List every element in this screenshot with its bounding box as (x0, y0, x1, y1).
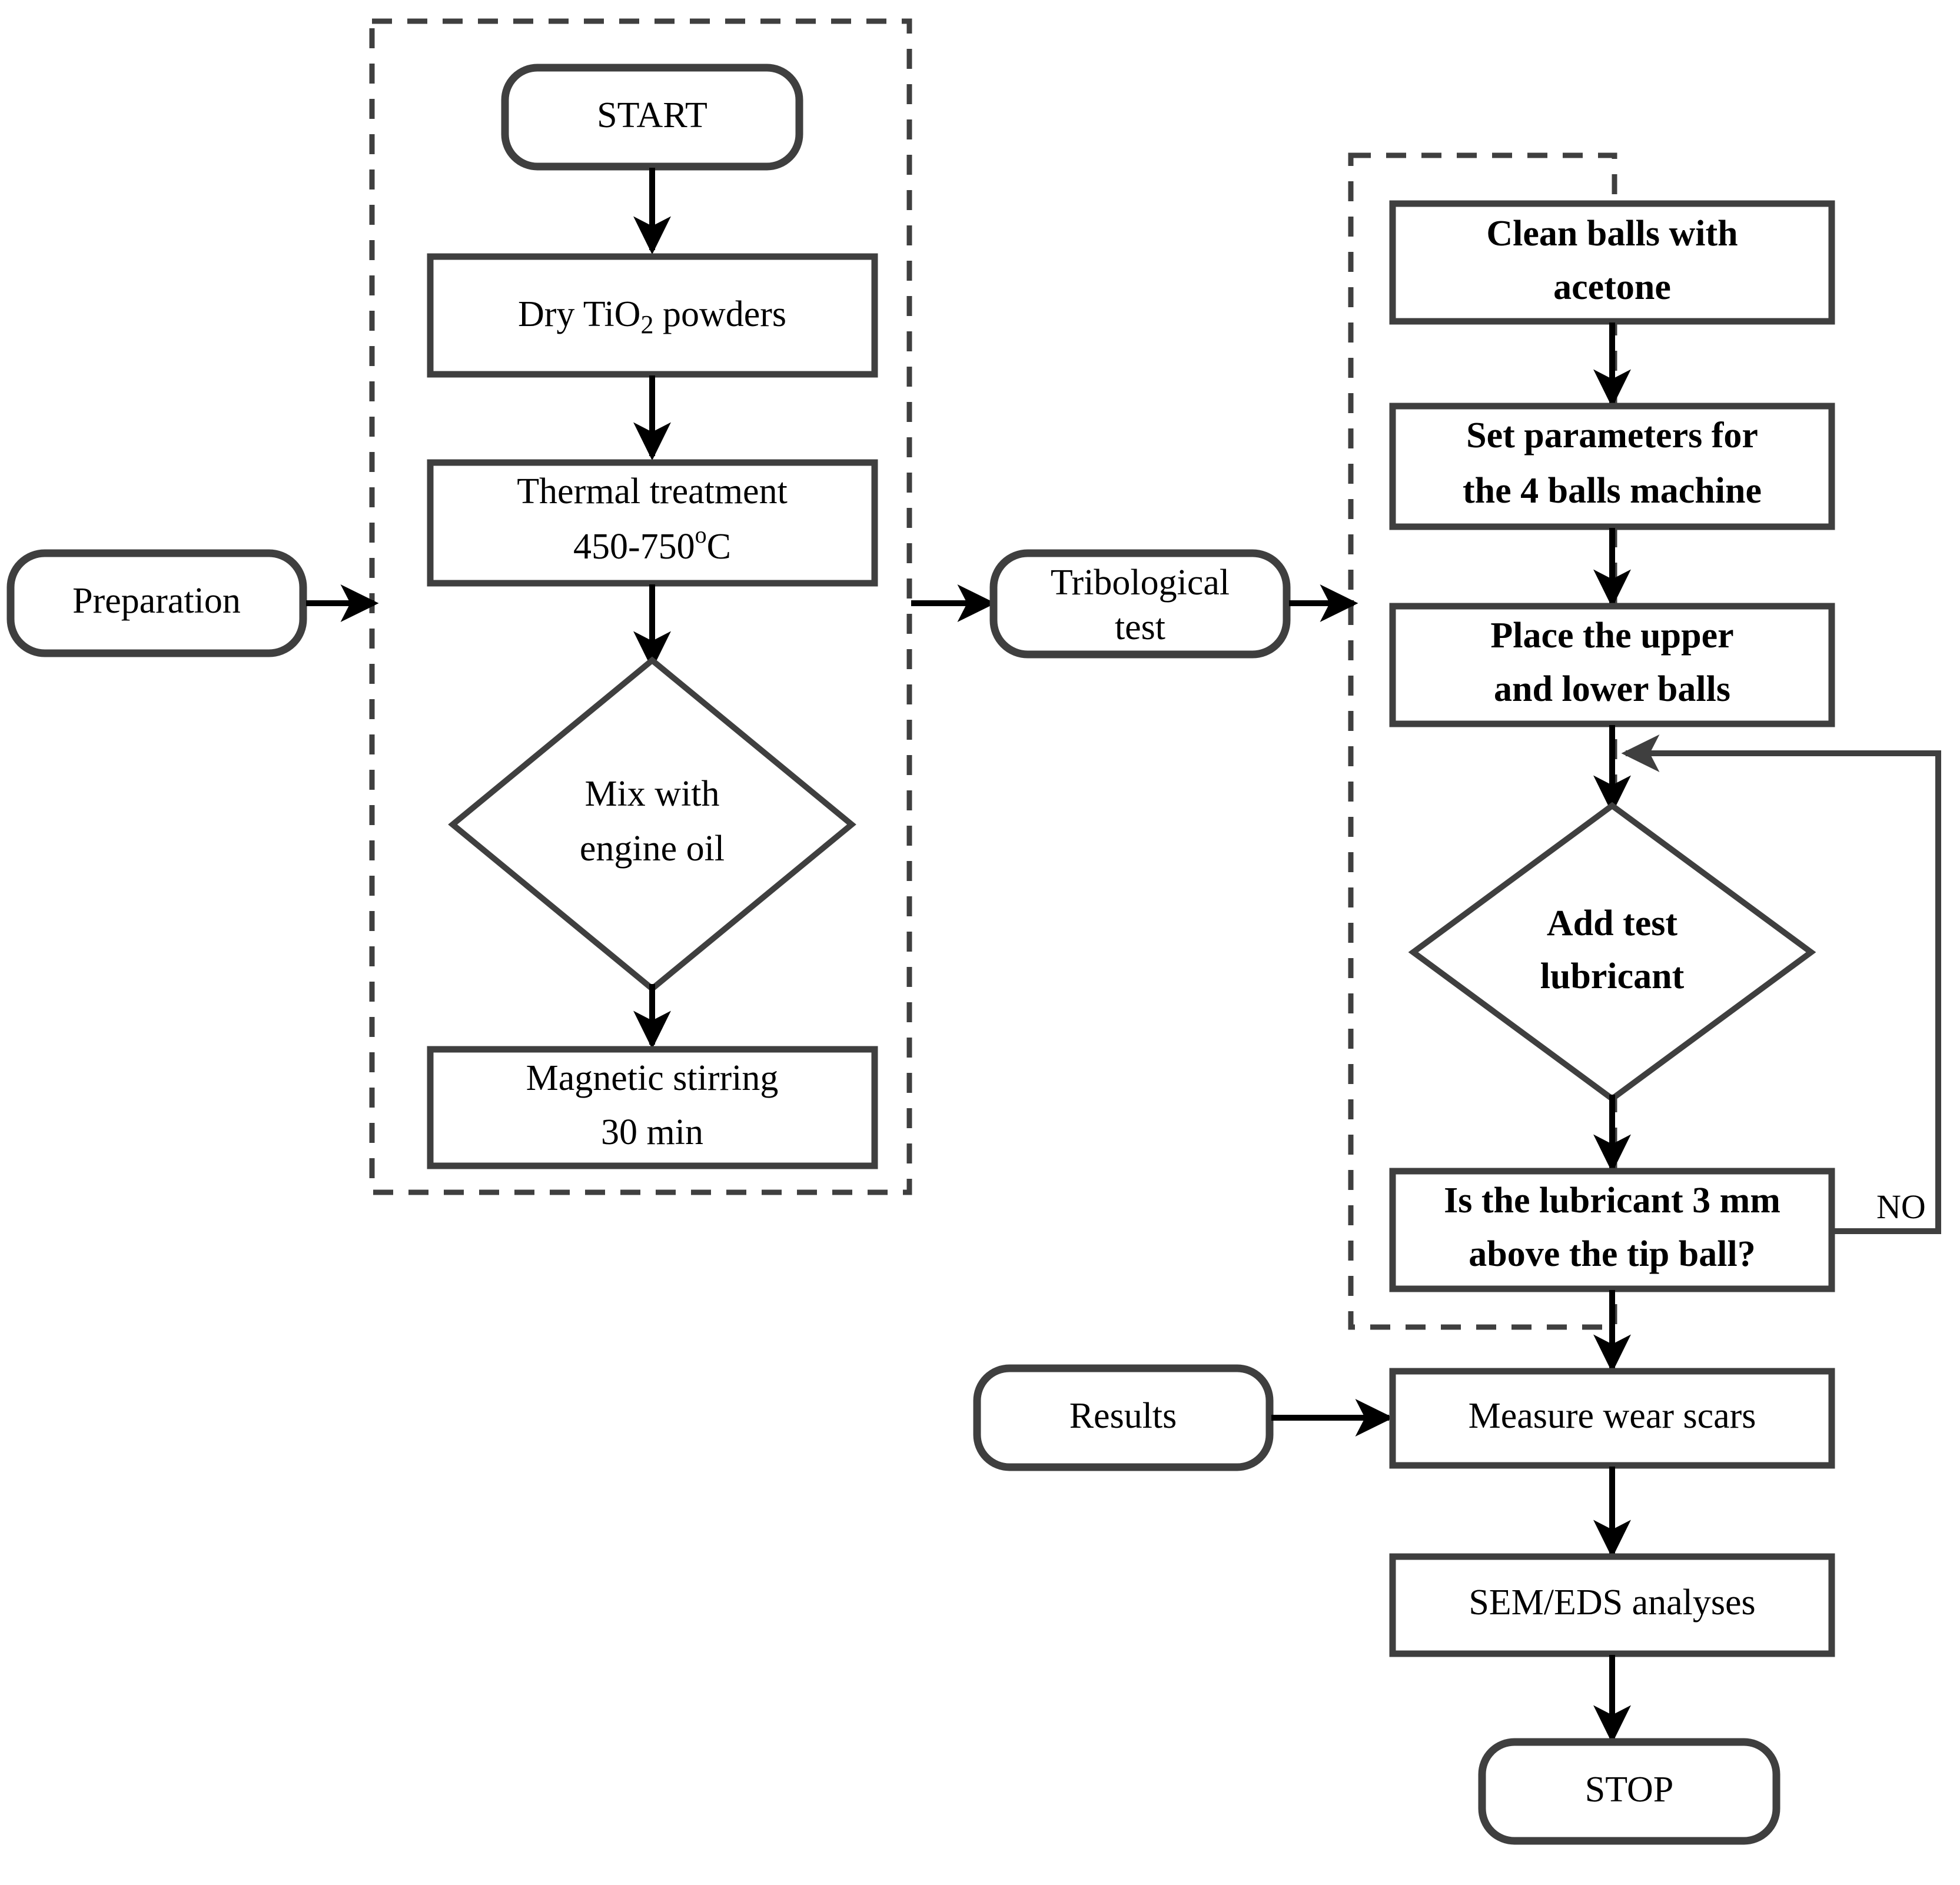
node-add-lubricant-label-line1: Add test (1547, 903, 1678, 943)
node-set-params[interactable] (1389, 403, 1835, 530)
node-thermal-label-line2: 450-750oC (573, 521, 731, 567)
edge-no-label: NO (1876, 1188, 1926, 1226)
node-add-lubricant-label-line2: lubricant (1540, 956, 1685, 996)
node-measure-scars-label: Measure wear scars (1469, 1396, 1756, 1436)
node-start-label: START (597, 95, 707, 135)
node-stop-label: STOP (1585, 1770, 1674, 1810)
node-stop[interactable] (1478, 1738, 1780, 1845)
group-tribological-dashed-border (1348, 152, 1617, 1330)
node-dry-powders[interactable] (427, 253, 878, 378)
node-tribo-test-label-line2: test (1115, 607, 1165, 647)
node-sem-eds[interactable] (1389, 1553, 1835, 1657)
node-tribo-test[interactable] (989, 549, 1291, 659)
node-tribo-test-label-line1: Tribological (1051, 563, 1230, 603)
node-clean-balls[interactable] (1389, 200, 1835, 325)
thermal-temp-range: 450-750 (573, 527, 695, 567)
node-measure-scars[interactable] (1389, 1368, 1835, 1469)
node-mix-oil-label-line1: Mix with (584, 774, 719, 814)
node-clean-balls-label-line2: acetone (1553, 267, 1671, 307)
node-set-params-label-line1: Set parameters for (1466, 415, 1758, 456)
node-dry-powders-label: Dry TiO2 powders (518, 294, 786, 339)
node-thermal-label-line1: Thermal treatment (517, 471, 788, 511)
node-check-level-label-line2: above the tip ball? (1469, 1234, 1755, 1274)
node-results[interactable] (973, 1364, 1274, 1471)
node-place-balls-label-line2: and lower balls (1494, 669, 1730, 709)
node-preparation-label: Preparation (72, 581, 241, 621)
node-stirring-label-line2: 30 min (601, 1112, 703, 1152)
node-thermal[interactable] (427, 459, 878, 587)
dry-powders-text-a: Dry TiO (518, 294, 641, 334)
node-add-lubricant[interactable] (1408, 802, 1816, 1103)
dry-powders-subscript: 2 (640, 310, 653, 339)
thermal-degree-symbol: o (695, 521, 707, 548)
node-results-label: Results (1069, 1396, 1177, 1436)
node-preparation[interactable] (6, 549, 307, 657)
node-stirring[interactable] (427, 1046, 878, 1169)
node-place-balls[interactable] (1389, 603, 1835, 727)
node-start[interactable] (501, 64, 803, 171)
node-check-level-label-line1: Is the lubricant 3 mm (1444, 1181, 1780, 1221)
edge-no-loopback (1621, 734, 1941, 1234)
node-place-balls-label-line1: Place the upper (1490, 616, 1733, 656)
thermal-celsius: C (707, 527, 731, 567)
node-mix-oil[interactable] (448, 656, 856, 993)
node-sem-eds-label: SEM/EDS analyses (1469, 1583, 1755, 1623)
node-clean-balls-label-line1: Clean balls with (1486, 214, 1738, 254)
node-check-level[interactable] (1389, 1168, 1835, 1292)
node-stirring-label-line1: Magnetic stirring (526, 1058, 779, 1098)
dry-powders-text-b: powders (653, 294, 786, 334)
group-preparation-dashed-border (369, 18, 912, 1195)
node-set-params-label-line2: the 4 balls machine (1463, 471, 1762, 511)
node-mix-oil-label-line2: engine oil (580, 829, 725, 869)
